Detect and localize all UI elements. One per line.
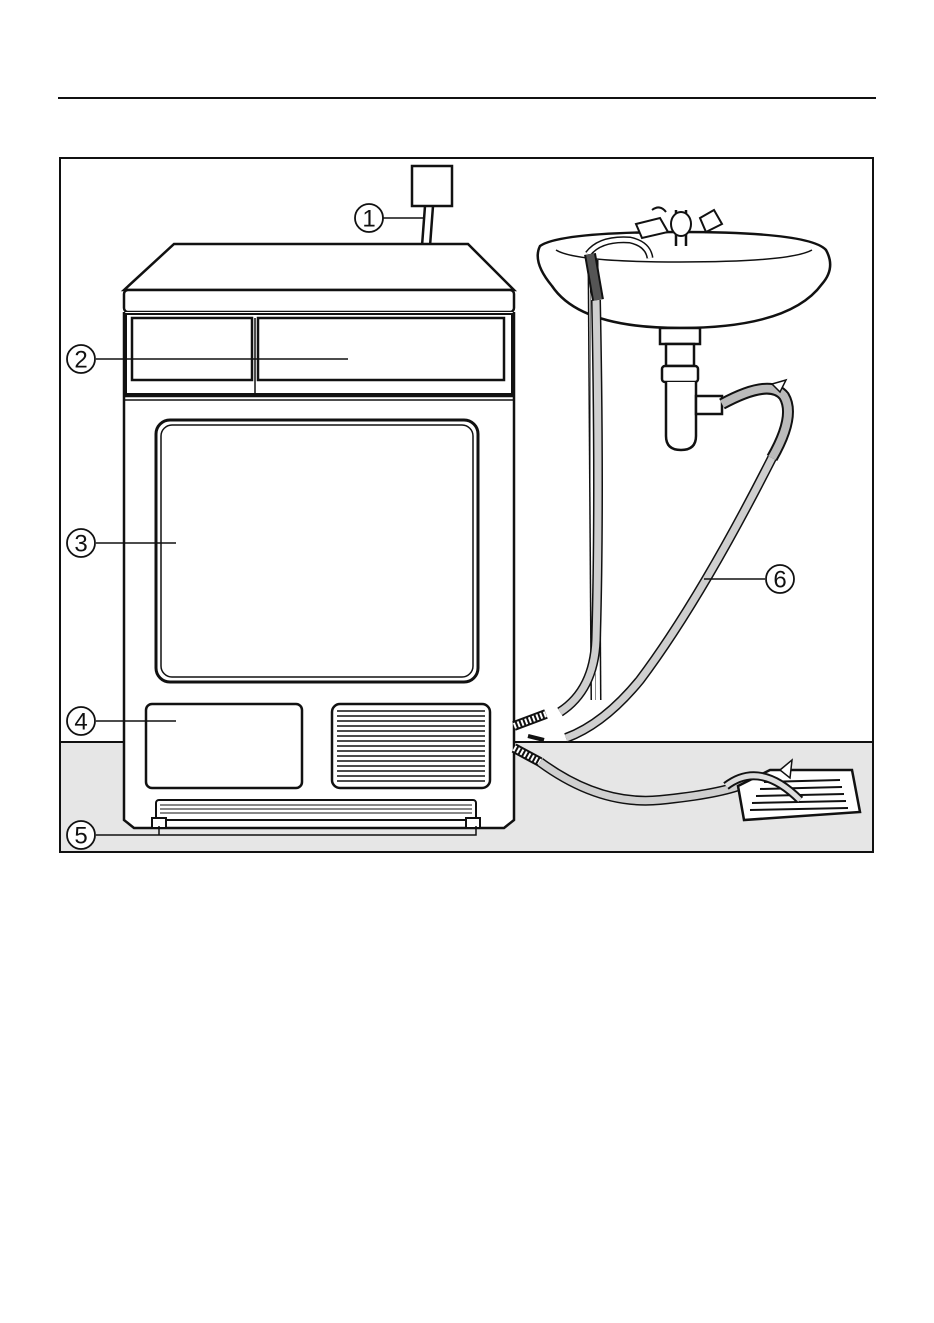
- svg-text:3: 3: [74, 531, 87, 558]
- svg-text:6: 6: [773, 567, 786, 594]
- svg-text:1: 1: [362, 206, 375, 233]
- callout-6: 6: [766, 565, 794, 594]
- program-selector-panel: [132, 318, 252, 380]
- callout-3: 3: [67, 529, 95, 558]
- callout-1: 1: [355, 204, 383, 233]
- condenser-cover: [146, 704, 302, 788]
- svg-text:4: 4: [74, 709, 87, 736]
- control-panel: [258, 318, 504, 380]
- vent-grille-slats: [337, 711, 485, 781]
- callout-4: 4: [67, 707, 95, 736]
- dryer: [124, 244, 514, 828]
- callout-2: 2: [67, 345, 95, 374]
- svg-text:5: 5: [74, 823, 87, 850]
- door: [156, 420, 478, 682]
- wall-socket: [412, 166, 452, 206]
- svg-text:2: 2: [74, 347, 87, 374]
- plinth: [156, 800, 476, 820]
- callout-5: 5: [67, 821, 95, 850]
